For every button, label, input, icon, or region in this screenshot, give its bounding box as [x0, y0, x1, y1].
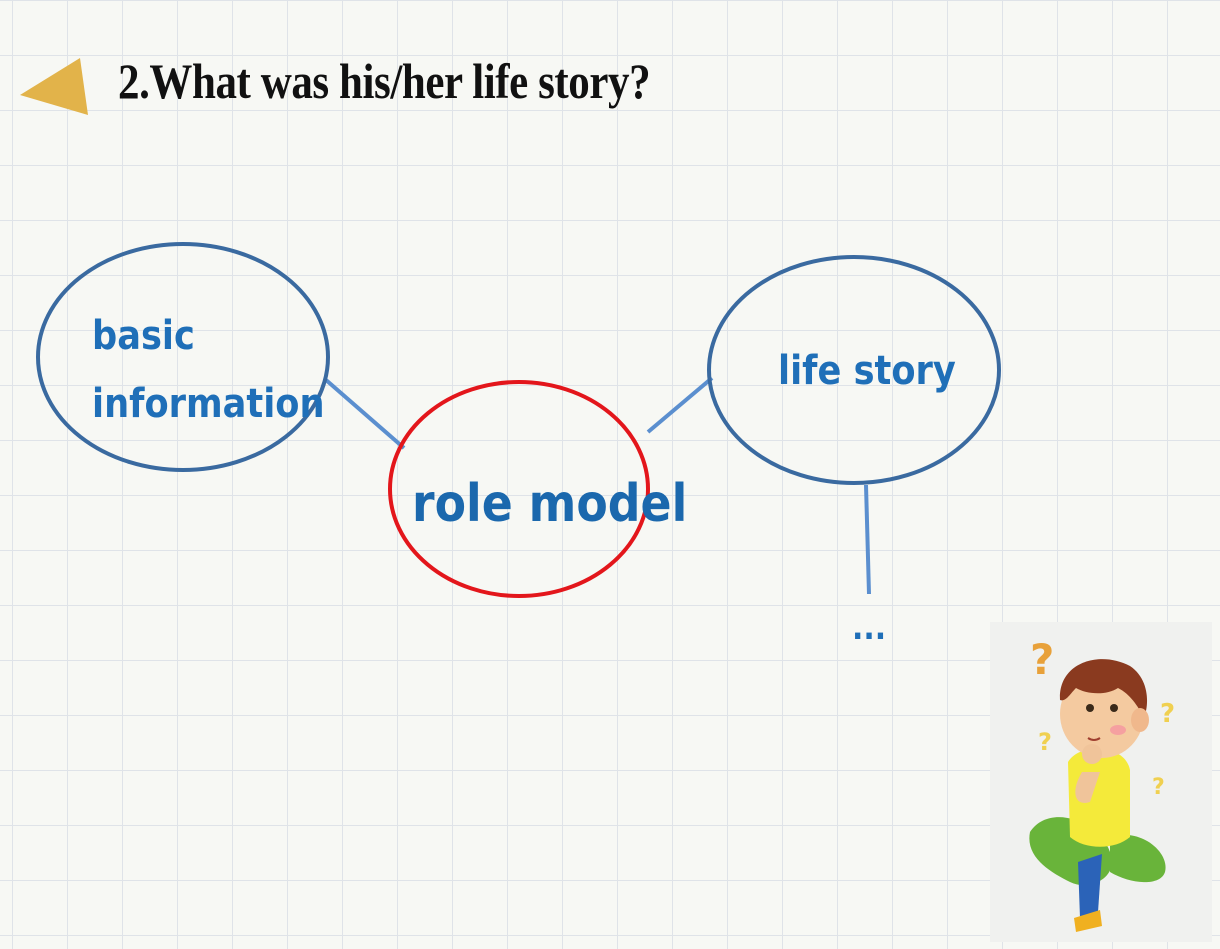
question-mark-icon: ?	[1030, 635, 1054, 684]
node-more-label: ...	[852, 608, 887, 648]
question-mark-icon: ?	[1038, 728, 1052, 756]
connector-basic-to-role	[324, 378, 406, 450]
node-role-model-ellipse	[388, 380, 650, 598]
thinking-boy-drawing: ? ? ? ?	[1029, 635, 1175, 932]
thinking-boy-illustration: ? ? ? ?	[990, 622, 1212, 942]
node-basic-information-label: basic information	[92, 302, 325, 438]
connector-life-to-more	[864, 484, 871, 595]
question-mark-icon: ?	[1152, 775, 1165, 800]
question-mark-icon: ?	[1160, 699, 1175, 729]
back-triangle-icon[interactable]	[20, 58, 88, 115]
node-basic-information-ellipse	[36, 242, 330, 472]
basic-information-text: basic information	[92, 313, 325, 427]
node-life-story-label: life story	[778, 348, 956, 394]
node-life-story-ellipse	[707, 255, 1001, 485]
node-role-model-label: role model	[412, 474, 688, 534]
slide-title: 2.What was his/her life story?	[118, 53, 651, 109]
connector-role-to-life	[646, 376, 714, 434]
